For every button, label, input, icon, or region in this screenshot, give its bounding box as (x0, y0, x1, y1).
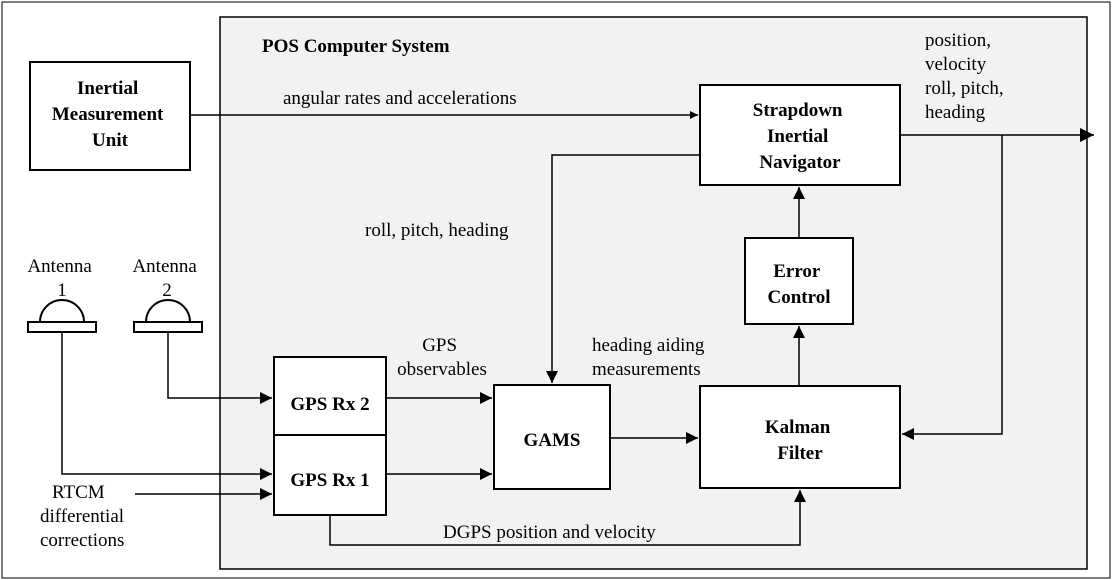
pos-computer-system-title: POS Computer System (262, 36, 450, 57)
gps-rx1-block (273, 434, 387, 516)
strapdown-inertial-navigator-block (699, 84, 901, 186)
angular-rates-label: angular rates and accelerations (283, 88, 517, 109)
error-control-block (744, 237, 854, 325)
arrow-antenna1-to-rx1 (61, 332, 272, 480)
error-control-label: Error Control (768, 261, 831, 308)
antenna1-label: Antenna 1 (27, 256, 96, 301)
antenna2-label: Antenna 2 (132, 256, 201, 301)
rtcm-label: RTCM differential corrections (40, 482, 129, 551)
gps-rx2-label: GPS Rx 2 (290, 394, 369, 415)
arrow-antenna2-to-rx2 (167, 332, 272, 404)
arrow-navigator-to-gams (546, 154, 700, 383)
arrow-dgps-to-kalman (329, 490, 806, 546)
gps-observables-label: GPS observables (397, 335, 487, 380)
roll-pitch-heading-label: roll, pitch, heading (365, 220, 509, 241)
gams-block (493, 384, 611, 490)
gps-rx2-block (273, 356, 387, 436)
kalman-filter-label: Kalman Filter (765, 417, 835, 464)
gams-label: GAMS (524, 430, 581, 451)
kalman-filter-block (699, 385, 901, 489)
heading-aiding-label: heading aiding measurements (592, 335, 709, 380)
navigator-output-label: position, velocity roll, pitch, heading (925, 30, 1008, 123)
strapdown-inertial-navigator-label: Strapdown Inertial Navigator (753, 100, 848, 173)
imu-block (29, 61, 191, 171)
arrow-navigator-feedback-to-kalman (902, 135, 1003, 440)
imu-label: Inertial Measurement Unit (52, 78, 168, 151)
dgps-label: DGPS position and velocity (443, 522, 656, 543)
gps-rx1-label: GPS Rx 1 (290, 470, 369, 491)
